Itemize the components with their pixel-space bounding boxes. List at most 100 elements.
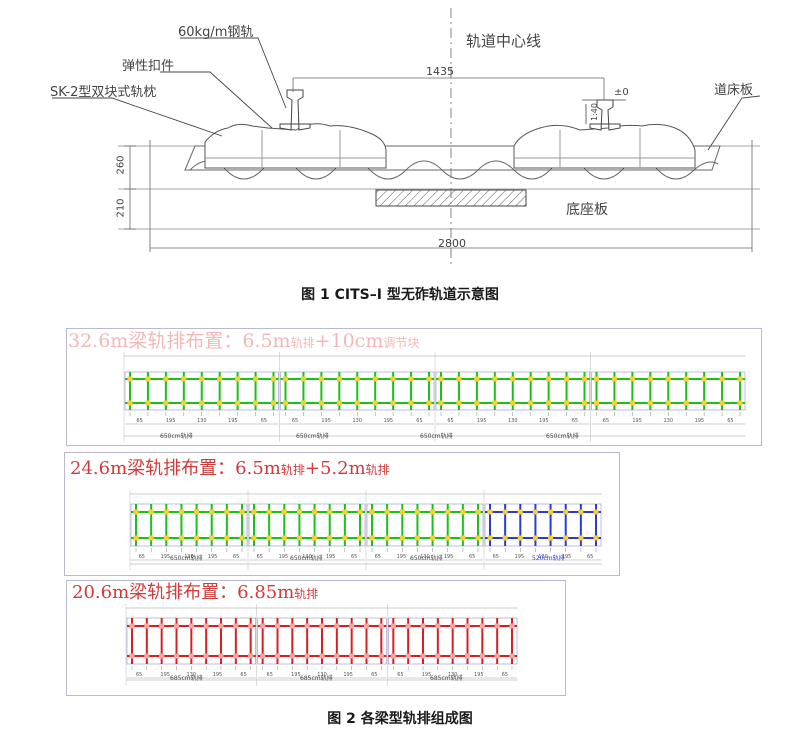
fastener-mark xyxy=(456,400,462,406)
fastener-mark xyxy=(737,400,743,406)
sub-dimension-label: 65 xyxy=(292,418,298,424)
fastener-mark xyxy=(233,653,239,659)
fastener-mark xyxy=(492,400,498,406)
fastener-mark xyxy=(318,376,324,382)
sub-dimension-label: 195 xyxy=(326,554,336,560)
sub-dimension-label: 65 xyxy=(727,418,733,424)
fastener-mark xyxy=(378,653,384,659)
panel-24-title-main: 24.6m梁轨排布置：6.5m xyxy=(70,458,281,479)
figure1-caption: 图 1 CITS–I 型无砟轨道示意图 xyxy=(301,287,499,303)
total-dimension xyxy=(149,140,753,252)
sub-dimension-label: 195 xyxy=(161,554,171,560)
fastener-mark xyxy=(129,653,135,659)
sub-dimension-label: 65 xyxy=(136,672,142,678)
bed-plate-label: 道床板 xyxy=(714,83,754,98)
sleeper-label: SK-2型双块式轨枕 xyxy=(50,85,157,100)
fastener-mark xyxy=(405,623,411,629)
fastener-mark xyxy=(594,376,599,382)
fastener-mark xyxy=(475,535,481,541)
sub-dimension-label: 65 xyxy=(587,554,593,560)
fastener-mark xyxy=(683,400,689,406)
rail-label: 60kg/m钢轨 xyxy=(178,25,254,40)
sub-dimension-label: 195 xyxy=(343,672,353,678)
fastener-label: 弹性扣件 xyxy=(122,59,175,74)
fastener-mark xyxy=(563,535,569,541)
level-marks xyxy=(582,99,626,124)
fastener-mark xyxy=(564,400,570,406)
fastener-mark xyxy=(399,535,405,541)
fastener-mark xyxy=(209,509,215,515)
sub-dimension-label: 195 xyxy=(477,418,487,424)
fastener-mark xyxy=(148,509,154,515)
fastener-mark xyxy=(475,509,481,515)
h-bed-label: 260 xyxy=(115,155,127,175)
sub-dimension-label: 65 xyxy=(603,418,609,424)
gauge-label: 1435 xyxy=(426,65,454,78)
fastener-mark xyxy=(719,376,725,382)
fastener-mark xyxy=(502,509,508,515)
fastener-mark xyxy=(492,376,498,382)
h-base-label: 210 xyxy=(115,198,127,218)
figure1-drawing xyxy=(52,8,761,265)
gauge-dimension xyxy=(292,77,605,100)
panel-24-dim-label-3: 650cm轨排 xyxy=(410,555,443,562)
sub-dimension-label: 195 xyxy=(539,418,549,424)
fastener-mark xyxy=(289,653,295,659)
fastener-mark xyxy=(209,535,215,541)
fastener-mark xyxy=(517,535,523,541)
fastener-mark xyxy=(248,653,254,659)
panel-24-title: 24.6m梁轨排布置：6.5m轨排+5.2m轨排 xyxy=(70,460,390,478)
fastener-mark xyxy=(145,400,151,406)
figure2-caption: 图 2 各梁型轨排组成图 xyxy=(327,711,473,727)
fastener-mark xyxy=(582,376,587,382)
fastener-mark xyxy=(426,376,432,382)
fastener-mark xyxy=(364,653,369,659)
fastener-mark xyxy=(528,400,534,406)
fastener-mark xyxy=(188,623,194,629)
fastener-mark xyxy=(163,400,169,406)
fastener-mark xyxy=(233,623,239,629)
fastener-mark xyxy=(405,653,411,659)
fastener-mark xyxy=(509,653,515,659)
fastener-mark xyxy=(178,509,184,515)
fastener-mark xyxy=(235,400,241,406)
fastener-mark xyxy=(435,653,441,659)
fastener-mark xyxy=(593,509,599,515)
fastener-mark xyxy=(372,376,378,382)
panel-24-dim-label-1: 650cm轨排 xyxy=(170,555,203,562)
fastener-mark xyxy=(487,509,493,515)
fastener-mark xyxy=(281,535,287,541)
sub-dimension-label: 130 xyxy=(302,554,312,560)
sub-dimension-label: 195 xyxy=(397,554,407,560)
fastener-mark xyxy=(414,535,420,541)
fastener-mark xyxy=(199,376,205,382)
fastener-mark xyxy=(438,376,444,382)
fastener-mark xyxy=(304,653,310,659)
fastener-mark xyxy=(349,623,355,629)
fastener-mark xyxy=(647,400,653,406)
fastener-mark xyxy=(148,535,154,541)
sleeper-right xyxy=(513,123,696,169)
sub-dimension-label: 130 xyxy=(663,418,673,424)
fastener-mark xyxy=(582,400,587,406)
sub-dimension-label: 65 xyxy=(572,418,578,424)
fastener-mark xyxy=(629,376,635,382)
fastener-mark xyxy=(145,376,151,382)
sub-dimension-label: 195 xyxy=(160,672,170,678)
fastener-mark xyxy=(719,400,725,406)
fastener-mark xyxy=(129,623,135,629)
fastener-mark xyxy=(414,509,420,515)
fastener-mark xyxy=(275,653,280,659)
sub-dimension-label: 195 xyxy=(321,418,331,424)
fastener-mark xyxy=(174,623,179,629)
fastener-mark xyxy=(253,376,259,382)
fastener-mark xyxy=(281,509,287,515)
fastener-mark xyxy=(390,400,396,406)
fastener-mark xyxy=(275,623,280,629)
fastener-mark xyxy=(354,400,360,406)
leader-lines xyxy=(52,37,761,151)
fastener-mark xyxy=(218,653,224,659)
panel-24-title-small2: 轨排 xyxy=(365,463,390,477)
fastener-mark xyxy=(378,623,384,629)
